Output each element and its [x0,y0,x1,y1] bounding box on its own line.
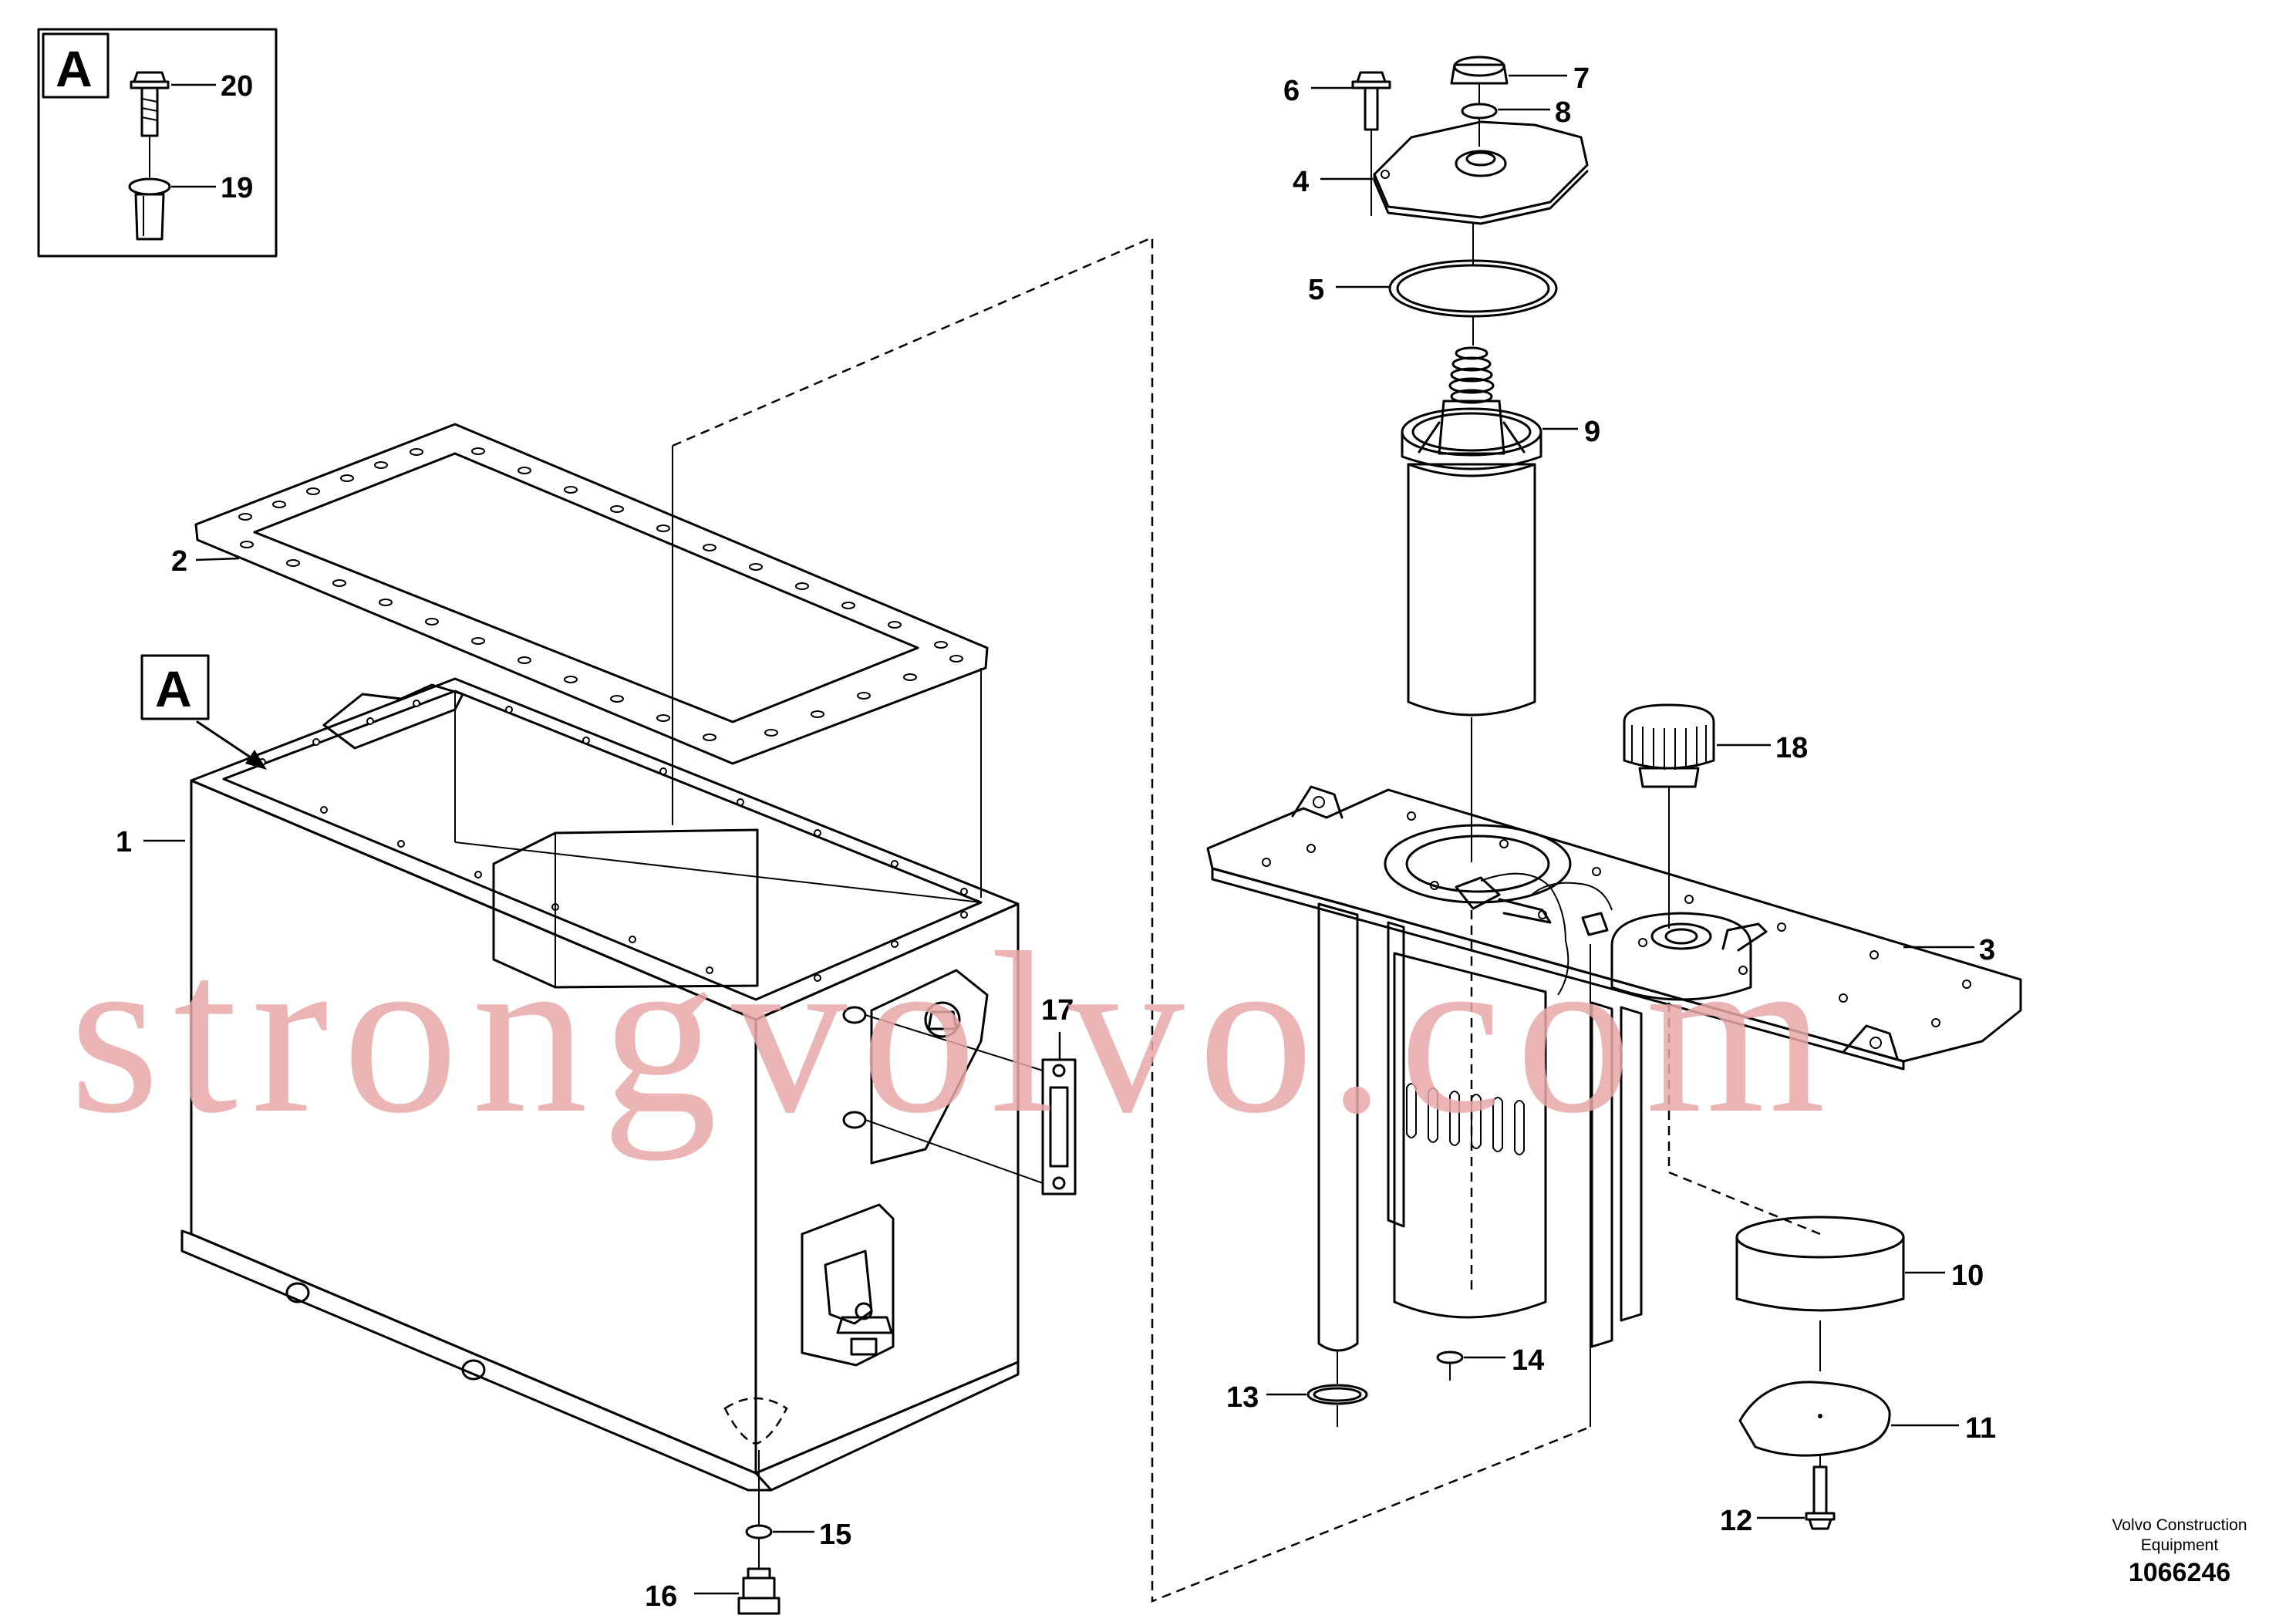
part-8-o-ring [1461,103,1498,120]
part-1-hydraulic-tank [180,677,1020,1492]
credit-line-2: Equipment [2141,1536,2219,1554]
callout-20: 20 [221,70,253,103]
part-18-filler-cap [1623,703,1715,788]
callout-13: 13 [1226,1381,1259,1414]
part-3-cover-plate [1206,785,2022,1352]
diffuser-slots [1406,1083,1525,1155]
callout-2: 2 [171,545,187,578]
callout-11: 11 [1965,1412,1996,1445]
callout-1: 1 [116,826,132,858]
part-4-filter-cover [1373,120,1589,225]
detail-label: A [56,40,93,97]
callout-16: 16 [645,1580,677,1613]
tank-mounting-bracket [801,1203,895,1367]
part-11-bottom-plate [1738,1381,1891,1457]
gasket-slots [238,447,963,741]
detail-view-a: A 20 19 [37,28,278,258]
callout-5: 5 [1308,274,1324,306]
detail-marker-label: A [155,660,192,717]
part-15-o-ring [745,1524,773,1539]
credit-line-1: Volvo Construction [2112,1516,2247,1534]
callout-3: 3 [1979,934,1995,966]
part-19-sleeve [128,177,171,241]
detail-label-box [42,32,110,99]
part-2-gasket [194,423,989,765]
part-9-filter-element [1401,400,1542,733]
callout-17: 17 [1041,994,1074,1027]
callout-10: 10 [1951,1259,1984,1292]
part-14-o-ring [1436,1351,1464,1364]
part-10-sleeve [1735,1216,1905,1312]
tank-drain-recess [723,1397,788,1445]
callout-18: 18 [1775,732,1808,764]
callout-4: 4 [1293,166,1309,198]
callout-8: 8 [1555,96,1571,129]
filter-spring [1448,346,1495,404]
callout-9: 9 [1584,416,1600,448]
part-16-drain-plug [737,1567,781,1615]
part-7-plug [1450,56,1509,85]
part-5-o-ring [1388,259,1558,318]
callout-6: 6 [1283,75,1300,107]
callout-12: 12 [1720,1505,1752,1537]
part-20-bolt [130,71,170,137]
assembly-dashed-outline [672,236,1591,1603]
part-12-screw [1805,1465,1836,1530]
callout-14: 14 [1512,1344,1544,1377]
part-13-o-ring [1306,1384,1368,1405]
watermark: strongvolvo.com [69,905,1839,1162]
part-6-bolt [1351,71,1391,131]
document-number: 1066246 [2129,1558,2230,1587]
callout-15: 15 [819,1519,851,1551]
cover-bolt-holes [1262,811,1971,1027]
callout-7: 7 [1573,62,1590,95]
part-17-sight-glass [1041,1058,1077,1195]
detail-a-marker: A [140,654,267,770]
callout-19: 19 [221,172,253,204]
